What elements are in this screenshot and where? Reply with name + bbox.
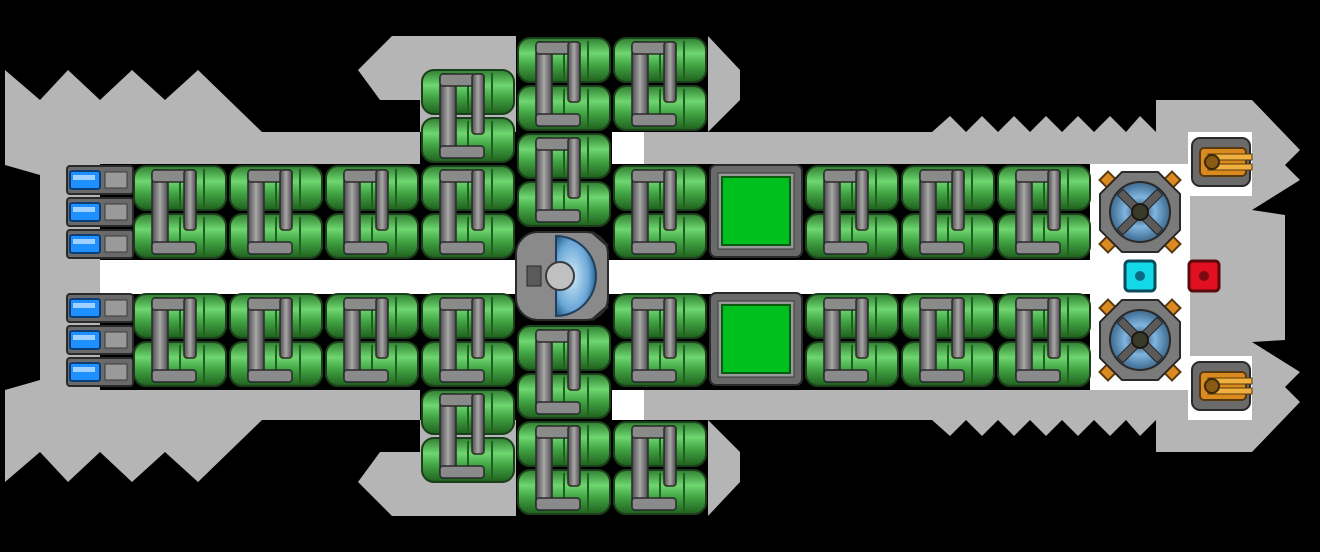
turret-icon[interactable]	[1191, 361, 1253, 411]
turret-icon[interactable]	[1191, 137, 1253, 187]
screen-top[interactable]	[709, 164, 803, 258]
reactor-icon[interactable]	[1098, 298, 1182, 382]
tank-icon[interactable]	[997, 293, 1091, 387]
cockpit-icon[interactable]	[515, 230, 609, 322]
tank-icon[interactable]	[613, 293, 707, 387]
tank-icon[interactable]	[325, 165, 419, 259]
thruster-icon[interactable]	[66, 197, 134, 227]
tank-icon[interactable]	[229, 293, 323, 387]
reactor-icon[interactable]	[1098, 170, 1182, 254]
tank-icon[interactable]	[421, 293, 515, 387]
power-block-icon[interactable]	[1187, 259, 1221, 293]
tank-icon[interactable]	[325, 293, 419, 387]
tank-icon[interactable]	[229, 165, 323, 259]
tank-icon[interactable]	[805, 165, 899, 259]
tank-icon[interactable]	[805, 293, 899, 387]
tank-icon[interactable]	[613, 37, 707, 131]
tank-icon[interactable]	[901, 293, 995, 387]
screen-bottom[interactable]	[709, 292, 803, 386]
tank-icon[interactable]	[901, 165, 995, 259]
thruster-icon[interactable]	[66, 165, 134, 195]
tank-icon[interactable]	[421, 389, 515, 483]
tank-icon[interactable]	[133, 165, 227, 259]
reactor-bank	[1098, 170, 1182, 382]
thruster-icon[interactable]	[66, 357, 134, 387]
thruster-bank	[66, 165, 134, 387]
tank-icon[interactable]	[517, 37, 611, 131]
thruster-icon[interactable]	[66, 325, 134, 355]
tank-icon[interactable]	[421, 165, 515, 259]
cargo-tank-grid	[133, 37, 1091, 515]
tank-icon[interactable]	[613, 165, 707, 259]
turret-bank	[1191, 137, 1253, 411]
tank-icon[interactable]	[997, 165, 1091, 259]
shield-block-icon[interactable]	[1123, 259, 1157, 293]
thruster-icon[interactable]	[66, 229, 134, 259]
tank-icon[interactable]	[133, 293, 227, 387]
tank-icon[interactable]	[517, 133, 611, 227]
tank-icon[interactable]	[517, 325, 611, 419]
tank-icon[interactable]	[613, 421, 707, 515]
thruster-icon[interactable]	[66, 293, 134, 323]
tank-icon[interactable]	[517, 421, 611, 515]
tank-icon[interactable]	[421, 69, 515, 163]
